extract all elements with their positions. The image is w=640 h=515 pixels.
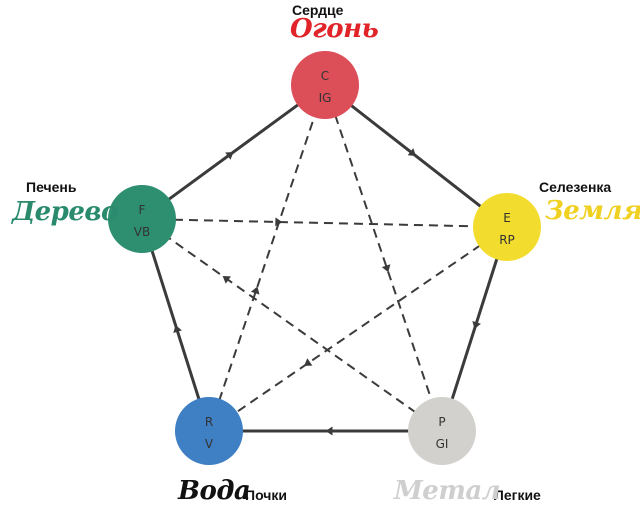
node-code-top-earth: E — [503, 211, 511, 225]
arrowhead-metal-wood — [222, 275, 231, 284]
node-circle-fire — [291, 51, 359, 119]
organ-label-fire: Сердце — [292, 2, 344, 18]
arrowhead-metal-water — [325, 426, 333, 436]
organ-label-earth: Селезенка — [539, 179, 612, 195]
organ-label-water: Почки — [245, 487, 288, 503]
control-line-metal-wood — [167, 236, 417, 414]
arrowhead-earth-metal — [472, 320, 481, 329]
controlling-cycle — [167, 114, 482, 414]
node-code-bottom-fire: IG — [319, 91, 332, 105]
element-label-fire: Огонь — [290, 14, 379, 44]
node-metal: P GI — [408, 397, 476, 465]
element-label-earth: Земля — [545, 196, 640, 226]
node-wood: F VB — [108, 185, 176, 253]
arrowhead-fire-earth — [407, 148, 416, 156]
generating-cycle — [150, 102, 499, 433]
node-circle-metal — [408, 397, 476, 465]
arrowhead-fire-metal — [381, 264, 391, 273]
element-label-water: Вода — [178, 476, 251, 506]
organ-label-metal: Легкие — [494, 487, 541, 503]
node-circle-wood — [108, 185, 176, 253]
node-circle-water — [175, 397, 243, 465]
node-code-top-wood: F — [139, 203, 146, 217]
organ-label-wood: Печень — [26, 179, 77, 195]
element-label-metal: Метал — [394, 476, 501, 506]
arrowhead-wood-fire — [225, 152, 234, 160]
arrowhead-earth-water — [304, 358, 313, 366]
element-label-wood: Дерево — [12, 197, 118, 227]
node-earth: E RP — [473, 193, 541, 261]
node-code-bottom-metal: GI — [436, 437, 449, 451]
node-water: RV — [175, 397, 243, 465]
control-line-earth-water — [234, 244, 482, 414]
arrowhead-water-wood — [173, 325, 182, 334]
element-nodes: C IG E RP P GI RV F VB — [108, 51, 541, 465]
arrowheads — [173, 148, 481, 436]
node-code-top-water: R — [205, 415, 213, 429]
node-code-bottom-earth: RP — [499, 233, 515, 247]
node-fire: C IG — [291, 51, 359, 119]
arrowhead-wood-earth — [275, 217, 283, 227]
node-code-bottom-water: V — [205, 437, 214, 451]
node-code-top-fire: C — [321, 69, 329, 83]
node-code-bottom-wood: VB — [134, 225, 150, 239]
control-line-water-fire — [218, 115, 316, 401]
control-line-fire-metal — [334, 114, 433, 402]
node-circle-earth — [473, 193, 541, 261]
arrowhead-water-fire — [250, 286, 260, 295]
control-line-wood-earth — [173, 218, 476, 228]
node-code-top-metal: P — [438, 415, 445, 429]
